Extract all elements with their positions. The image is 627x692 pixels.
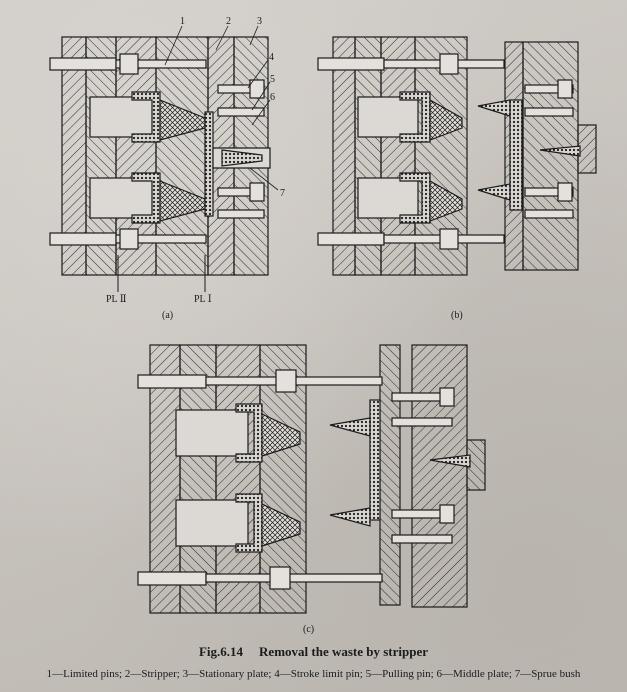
figure-title: Removal the waste by stripper [259,644,429,659]
figure-legend: 1—Limited pins; 2—Stripper; 3—Stationary… [46,668,581,680]
panel-a-closed-mold [49,25,279,292]
panel-c-waste-removed [137,344,486,614]
figure-caption: Fig.6.14 Removal the waste by stripper [0,644,627,660]
figure-number: Fig.6.14 [198,644,244,659]
panel-b-first-opening [317,36,597,276]
parting-line-2-label: PL Ⅱ [106,294,127,305]
callout-7: 7 [280,188,285,199]
callout-2: 2 [226,16,231,27]
callout-6: 6 [270,92,275,103]
panel-a-label: (a) [162,310,173,321]
callout-4: 4 [269,52,274,63]
callout-5: 5 [270,74,275,85]
panel-b-label: (b) [451,310,463,321]
callout-1: 1 [180,16,185,27]
panel-c-label: (c) [303,624,314,635]
parting-line-1-label: PL Ⅰ [194,294,212,305]
callout-3: 3 [257,16,262,27]
callout-labels: 1 2 3 4 5 6 7 [180,16,285,199]
